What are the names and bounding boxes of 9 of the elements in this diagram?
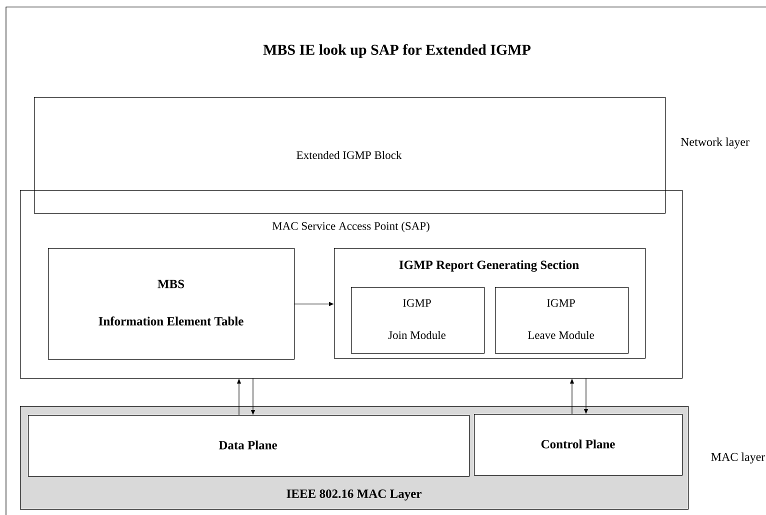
module-box: Control Plane	[474, 414, 683, 476]
layer-label: Network layer	[680, 138, 750, 148]
module-box: MBS Information Element Table	[48, 248, 295, 360]
block-box: Extended IGMP Block	[34, 97, 666, 214]
layer-label: MAC layer	[711, 452, 766, 464]
title: MBS IE look up SAP for Extended IGMP	[263, 44, 531, 58]
module-box: IGMP Join Module	[351, 287, 485, 354]
module-box: IGMP Leave Module	[495, 287, 629, 354]
module-box: Data Plane	[28, 415, 470, 477]
